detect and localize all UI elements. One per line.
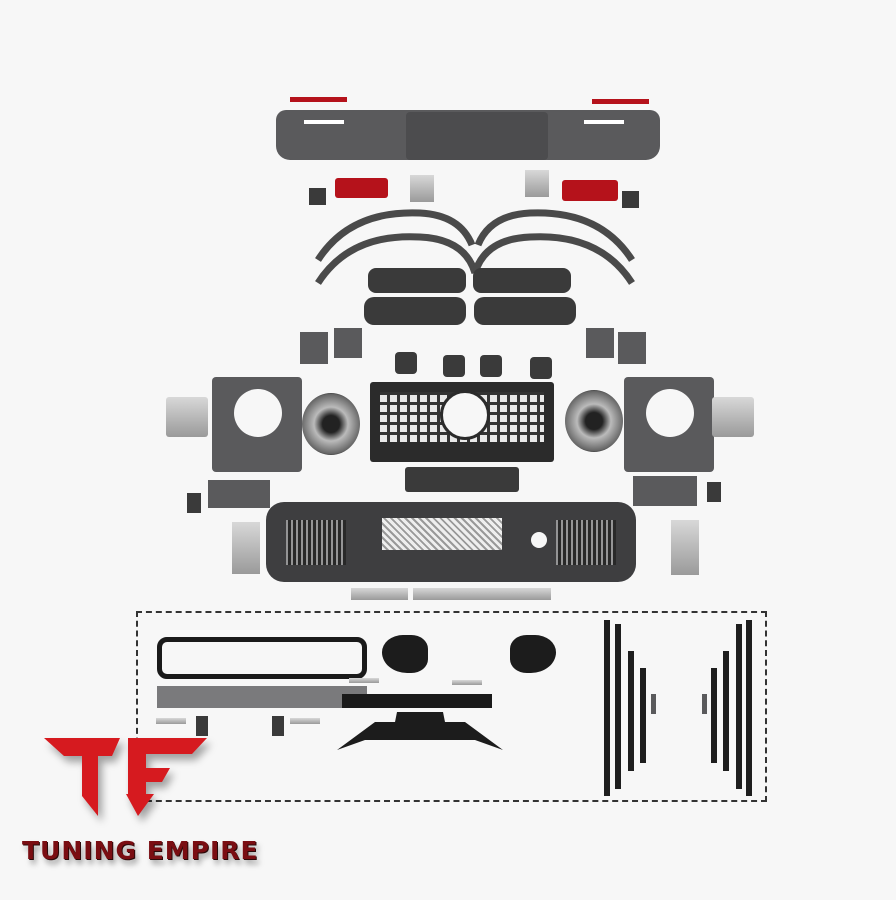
side-mirror-left bbox=[382, 635, 428, 673]
tow-hook-right bbox=[290, 718, 320, 724]
tow-hook-left bbox=[156, 718, 186, 724]
door-strip bbox=[615, 624, 621, 789]
chrome-trim-left bbox=[351, 588, 408, 600]
mirror-trim-left bbox=[349, 678, 379, 683]
indicator-right bbox=[712, 397, 754, 437]
rear-bumper bbox=[276, 110, 660, 160]
fog-light-housing bbox=[530, 357, 552, 379]
accessories-box bbox=[136, 611, 767, 802]
tail-light-right bbox=[562, 180, 618, 201]
front-bumper bbox=[266, 502, 636, 582]
door-strip bbox=[736, 624, 742, 789]
door-strip-clip bbox=[702, 694, 707, 714]
headlight-right bbox=[565, 390, 623, 452]
door-strip bbox=[628, 651, 634, 771]
sensor-left bbox=[187, 493, 201, 513]
lower-bracket-right bbox=[633, 476, 697, 506]
trim-plate-right bbox=[525, 170, 549, 197]
tail-light-bracket-left bbox=[309, 188, 326, 205]
roof-spoiler bbox=[337, 712, 503, 750]
fender-flares bbox=[315, 209, 635, 285]
corner-panel-right bbox=[671, 520, 699, 575]
side-mirror-right bbox=[510, 635, 556, 673]
roof-spoiler-top bbox=[342, 694, 492, 708]
mirror-trim-right bbox=[452, 680, 482, 685]
brush-guard bbox=[157, 637, 367, 679]
arch-liner-4 bbox=[474, 297, 576, 325]
lower-bracket-left bbox=[208, 480, 270, 508]
license-plate-bracket bbox=[405, 467, 519, 492]
headlight-left bbox=[302, 393, 360, 455]
trim-plate-left bbox=[410, 175, 434, 202]
brand-name: TUNING EMPIRE bbox=[22, 836, 259, 865]
corner-panel-left bbox=[232, 522, 260, 574]
arch-liner-3 bbox=[364, 297, 466, 325]
headlight-bezel-right bbox=[624, 377, 714, 472]
arch-liner-1 bbox=[368, 268, 466, 293]
indicator-left bbox=[166, 397, 208, 437]
bracket bbox=[300, 332, 328, 364]
front-lip bbox=[157, 686, 367, 708]
door-strip-clip bbox=[651, 694, 656, 714]
door-strip bbox=[746, 620, 752, 796]
headlight-bezel-left bbox=[212, 377, 302, 472]
sensor-right bbox=[707, 482, 721, 502]
bracket bbox=[586, 328, 614, 358]
chrome-trim-right bbox=[413, 588, 551, 600]
bracket bbox=[618, 332, 646, 364]
fog-light-housing bbox=[443, 355, 465, 377]
rear-reflector-right bbox=[592, 99, 649, 104]
tuning-empire-logo-icon bbox=[44, 738, 207, 816]
door-strip bbox=[711, 668, 717, 763]
rear-reflector-left bbox=[290, 97, 347, 102]
tail-light-bracket-right bbox=[622, 191, 639, 208]
mount-left bbox=[196, 716, 208, 736]
tail-light-left bbox=[335, 178, 388, 198]
door-strip bbox=[723, 651, 729, 771]
fog-light-housing bbox=[480, 355, 502, 377]
arch-liner-2 bbox=[473, 268, 571, 293]
bracket bbox=[334, 328, 362, 358]
grille bbox=[370, 382, 554, 462]
fog-light-housing bbox=[395, 352, 417, 374]
door-strip bbox=[604, 620, 610, 796]
door-strip bbox=[640, 668, 646, 763]
mount-right bbox=[272, 716, 284, 736]
